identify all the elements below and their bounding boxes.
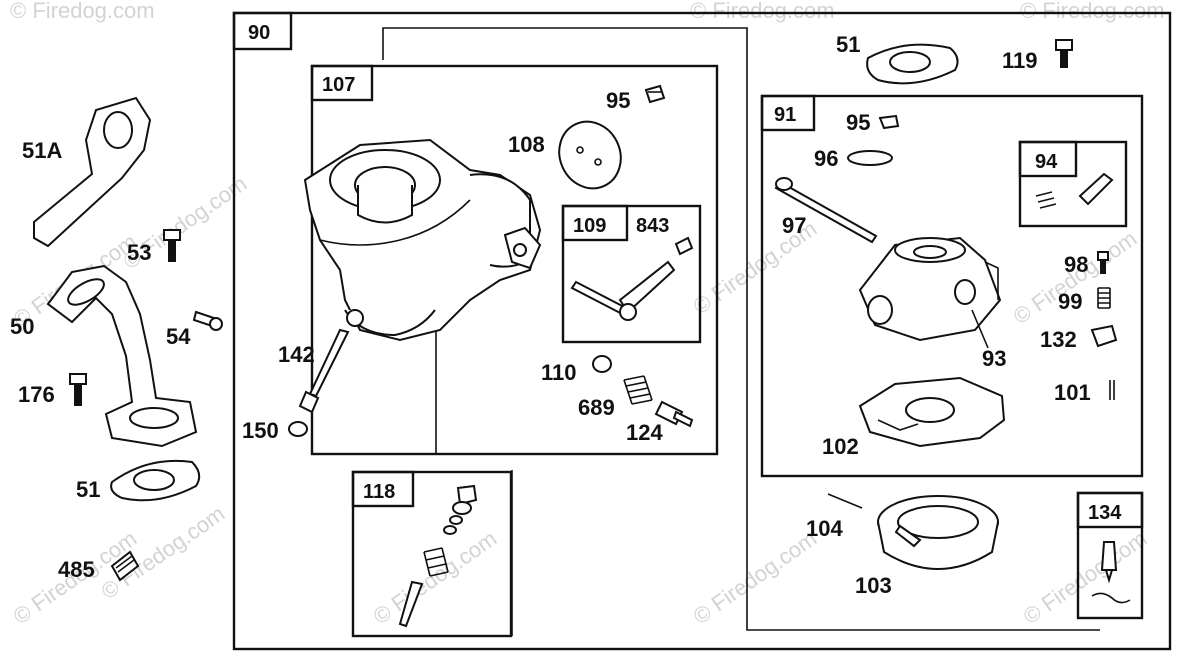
part-51-gasket-left: [110, 459, 201, 502]
frame-134-tag: 134: [1088, 502, 1122, 524]
part-50-intake-pipe: [46, 264, 198, 448]
part-110-washer: [592, 355, 612, 373]
part-485-clip: [110, 550, 140, 582]
callout-102: 102: [822, 434, 859, 459]
callout-689: 689: [578, 395, 615, 420]
callout-104: 104: [806, 516, 843, 541]
callout-101: 101: [1054, 380, 1091, 405]
frame-109-tag-box: [561, 204, 629, 242]
callout-51a: 51A: [22, 138, 62, 163]
part-109-throttle-shaft: [570, 236, 694, 321]
callout-51-top: 51: [836, 32, 860, 57]
part-118-needle-assembly: [398, 484, 478, 628]
callout-150: 150: [242, 418, 279, 443]
callout-54: 54: [166, 324, 191, 349]
callout-97: 97: [782, 213, 806, 238]
frame-94-tag-box: [1018, 140, 1078, 178]
part-142-needle: [298, 328, 350, 414]
frame-91-tag-box: [760, 94, 816, 132]
carburetor-body-part: [303, 138, 542, 342]
frame-90: [232, 11, 1172, 651]
part-53-bolt: [163, 229, 181, 262]
callout-95-upper: 95: [606, 88, 630, 113]
part-51-gasket-top: [866, 43, 959, 85]
part-102-gasket: [858, 376, 1006, 448]
part-119-bolt: [1055, 39, 1073, 68]
callout-124: 124: [626, 420, 663, 445]
part-96-washer: [847, 150, 893, 166]
callout-485: 485: [58, 557, 95, 582]
part-54-screw: [192, 310, 223, 331]
frame-91: [760, 94, 1144, 478]
frame-118-tag-box: [351, 470, 415, 508]
callout-110: 110: [541, 360, 577, 385]
part-134-needle-valve: [1091, 541, 1131, 604]
frame-109: [561, 204, 702, 344]
part-95-upper: [644, 84, 666, 104]
frame-107-tag-box: [310, 64, 374, 102]
part-94-spring-screw: [1035, 172, 1114, 209]
watermark: © Firedog.com: [1019, 526, 1152, 629]
part-176-bolt: [69, 373, 87, 406]
callout-98: 98: [1064, 252, 1088, 277]
frame-90-tag-box: [232, 11, 293, 51]
watermark: © Firedog.com: [689, 526, 822, 629]
part-99-spring: [1097, 287, 1111, 309]
frame-107: [310, 64, 719, 456]
callout-103: 103: [855, 573, 892, 598]
connector-line: [382, 27, 1100, 631]
watermark: © Firedog.com: [1020, 0, 1165, 23]
part-101-pin: [1109, 380, 1115, 400]
callout-93: 93: [982, 346, 1006, 371]
callout-95-right: 95: [846, 110, 870, 135]
part-103-float: [877, 495, 999, 570]
watermark: © Firedog.com: [690, 0, 835, 23]
part-upper-carb-body: [858, 236, 1002, 349]
callout-142: 142: [278, 342, 315, 367]
part-95-right: [878, 114, 900, 130]
callout-843: 843: [636, 215, 669, 237]
part-97-choke-shaft: [774, 177, 878, 244]
callout-108: 108: [508, 132, 545, 157]
frame-134-tag-box: [1076, 491, 1144, 529]
part-108-plate: [558, 120, 622, 190]
callout-99: 99: [1058, 289, 1082, 314]
frame-94-tag: 94: [1035, 151, 1058, 173]
frame-109-tag: 109: [573, 215, 606, 237]
callout-50: 50: [10, 314, 34, 339]
callout-53: 53: [127, 240, 151, 265]
part-124-screw: [654, 400, 694, 428]
watermark: © Firedog.com: [369, 526, 502, 629]
part-98-screw: [1097, 251, 1109, 274]
frame-107-tag: 107: [322, 74, 355, 96]
frame-118: [351, 470, 513, 638]
frame-118-tag: 118: [363, 481, 395, 503]
frame-90-tag: 90: [248, 22, 270, 44]
connector-line: [435, 330, 716, 455]
callout-132: 132: [1040, 327, 1077, 352]
callout-51-left: 51: [76, 477, 100, 502]
callout-96: 96: [814, 146, 838, 171]
callout-119: 119: [1002, 48, 1038, 73]
part-132-clip: [1090, 324, 1118, 348]
frame-91-tag: 91: [774, 104, 796, 126]
part-150-oring: [288, 421, 308, 437]
part-104-pin: [827, 493, 863, 509]
part-51a-heat-shield: [33, 96, 152, 248]
callout-176: 176: [18, 382, 55, 407]
watermark: © Firedog.com: [10, 0, 155, 23]
part-689-spring: [623, 375, 653, 405]
